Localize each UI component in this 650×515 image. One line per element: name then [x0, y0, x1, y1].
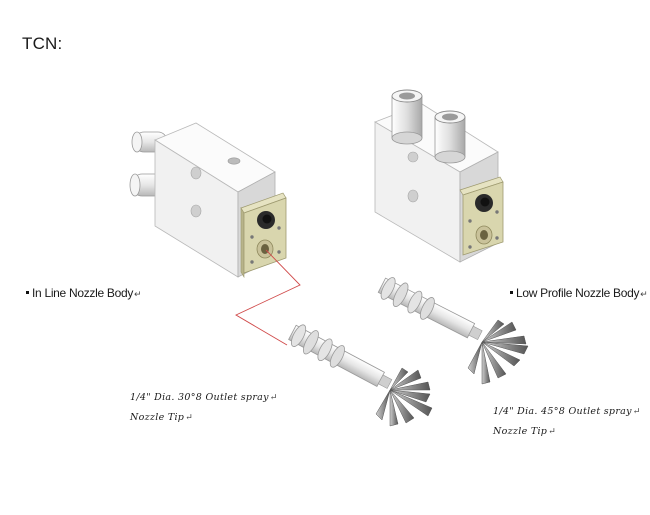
label-low-profile-text: Low Profile Nozzle Body: [516, 286, 640, 300]
label-low-profile-nozzle-body: Low Profile Nozzle Body↵: [510, 286, 648, 300]
caption-45-line2: Nozzle Tip: [493, 426, 548, 437]
caption-45-line1: 1/4" Dia. 45°8 Outlet spray: [493, 406, 632, 417]
inline-nozzle-body: [129, 122, 287, 279]
bullet-icon: [510, 291, 513, 295]
connector-line: [235, 249, 301, 346]
caption-30-line2: Nozzle Tip: [130, 412, 185, 423]
low-profile-nozzle-body: [374, 89, 504, 263]
caption-30-line1: 1/4" Dia. 30°8 Outlet spray: [130, 392, 269, 403]
label-inline-nozzle-body: In Line Nozzle Body↵: [26, 286, 142, 300]
paragraph-mark-icon: ↵: [269, 393, 278, 403]
nozzle-tip-45: [377, 277, 483, 341]
bullet-icon: [26, 291, 29, 295]
paragraph-mark-icon: ↵: [134, 289, 142, 299]
spray-fan-45: [467, 319, 529, 385]
nozzle-tip-30: [288, 324, 393, 389]
paragraph-mark-icon: ↵: [548, 427, 557, 437]
low-profile-mount-plate: [459, 176, 504, 256]
low-profile-inlet-fitting-right: [434, 110, 466, 164]
paragraph-mark-icon: ↵: [185, 413, 194, 423]
paragraph-mark-icon: ↵: [632, 407, 641, 417]
low-profile-inlet-fitting-left: [391, 89, 423, 145]
caption-nozzle-tip-30: 1/4" Dia. 30°8 Outlet spray↵ Nozzle Tip↵: [130, 388, 278, 428]
caption-nozzle-tip-45: 1/4" Dia. 45°8 Outlet spray↵ Nozzle Tip↵: [493, 402, 641, 442]
spray-fan-30: [375, 367, 433, 427]
inline-mount-plate: [240, 192, 287, 279]
paragraph-mark-icon: ↵: [640, 289, 648, 299]
label-inline-text: In Line Nozzle Body: [32, 286, 134, 300]
page-title: TCN:: [22, 34, 63, 53]
